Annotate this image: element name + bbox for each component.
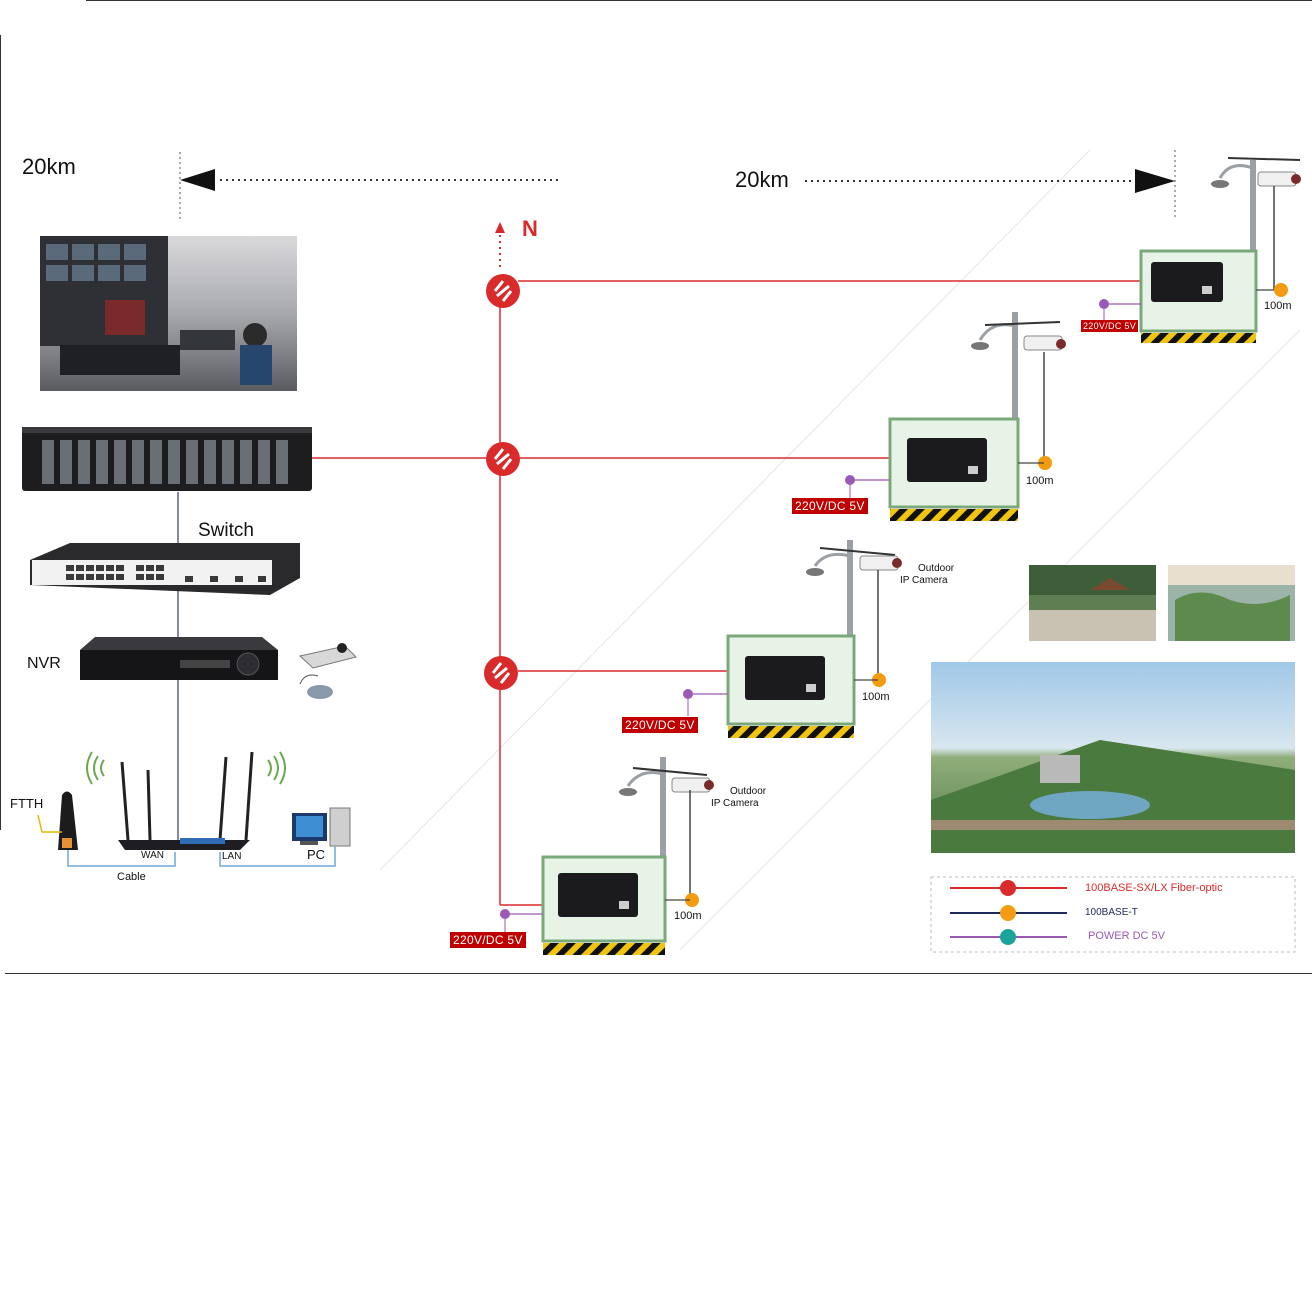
wan-label: WAN [141, 850, 164, 861]
control-room-photo [40, 236, 297, 391]
ftth-label: FTTH [10, 796, 44, 811]
fiber-junction-icon [484, 656, 518, 690]
distance-marker-right [805, 150, 1176, 220]
distance-label-right: 20km [735, 167, 789, 192]
nvr-label: NVR [27, 655, 61, 672]
left-border-line [0, 35, 1, 830]
legend-power-label: POWER DC 5V [1088, 930, 1166, 942]
distance-label-left: 20km [22, 154, 76, 179]
bottom-border-line [5, 973, 1312, 974]
ptz-keyboard-icon [298, 643, 357, 669]
pole-node-4 [505, 757, 714, 955]
lan-cables [67, 846, 336, 867]
node-3-camera-label-line2: IP Camera [900, 575, 948, 586]
north-label: N [522, 216, 538, 241]
node-2-power-label: 220V/DC 5V [792, 498, 868, 514]
pole-node-1 [1104, 157, 1301, 343]
fiber-lines [312, 280, 1140, 906]
node-1-power-label: 220V/DC 5V [1081, 320, 1139, 332]
lan-label: LAN [222, 851, 242, 862]
fiber-junction-icon [486, 442, 520, 476]
pc-label: PC [307, 847, 326, 862]
nvr-recorder [80, 637, 278, 680]
park-aerial-photo [931, 662, 1295, 853]
pole-node-2 [850, 312, 1066, 521]
cable-label: Cable [117, 871, 146, 883]
distance-marker-left [179, 152, 560, 220]
legend-copper-label: 100BASE-T [1085, 907, 1138, 918]
fiber-junction-icon [486, 274, 520, 308]
node-3-power-label: 220V/DC 5V [622, 717, 698, 733]
node-2-length-label: 100m [1026, 475, 1054, 487]
pc-icon [292, 807, 351, 847]
wifi-signal-icon [86, 751, 286, 785]
mouse-icon [299, 674, 333, 699]
node-3-length-label: 100m [862, 691, 890, 703]
node-4-power-label: 220V/DC 5V [450, 932, 526, 948]
wifi-router [118, 751, 254, 850]
top-border-line [86, 0, 1312, 1]
node-1-length-label: 100m [1264, 300, 1292, 312]
pole-node-3 [688, 540, 902, 738]
switch-label: Switch [198, 520, 254, 541]
north-arrow-icon [495, 222, 505, 270]
park-photo-small-1 [1029, 565, 1156, 641]
node-4-camera-label-line2: IP Camera [711, 798, 759, 809]
node-3-camera-label-line1: Outdoor [918, 563, 955, 574]
node-4-length-label: 100m [674, 910, 702, 922]
legend-fiber-label: 100BASE-SX/LX Fiber-optic [1085, 882, 1223, 894]
legend-box [930, 876, 1296, 953]
background-diagonals [379, 149, 1301, 951]
network-switch [30, 543, 300, 595]
media-converter-rack [22, 427, 312, 491]
node-4-camera-label-line1: Outdoor [730, 786, 767, 797]
park-photo-small-2 [1168, 565, 1295, 641]
ftth-terminal [37, 791, 78, 850]
